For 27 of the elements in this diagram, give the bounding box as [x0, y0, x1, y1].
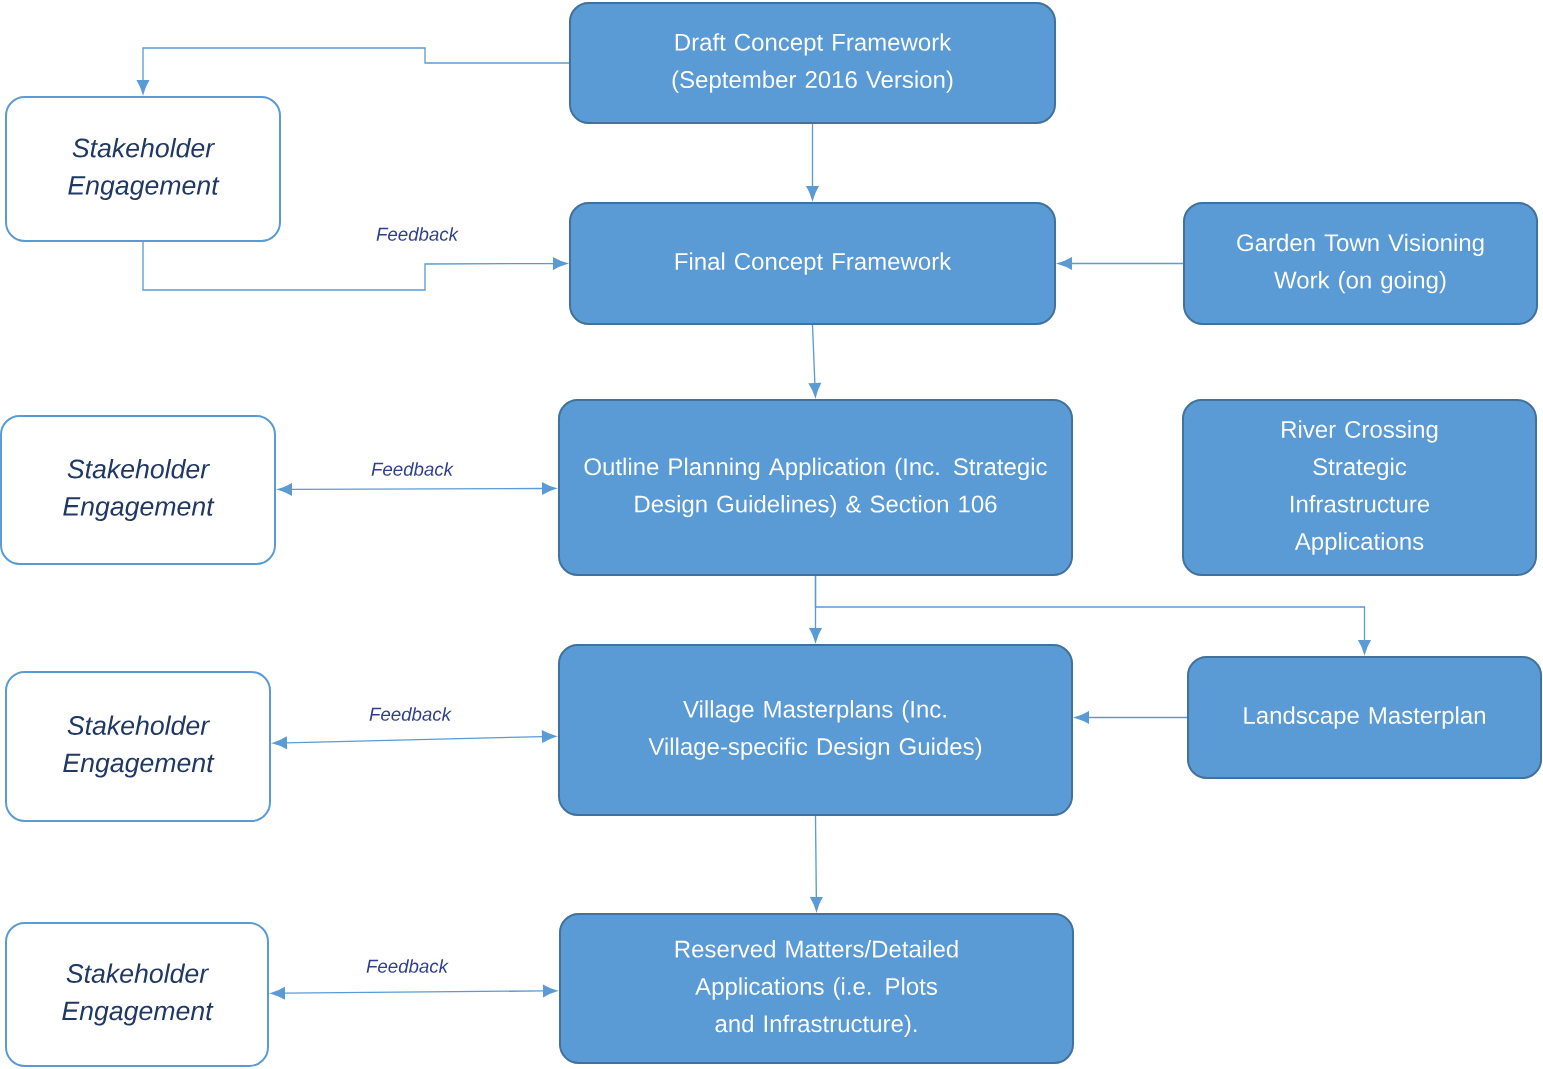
process-box: Final Concept Framework — [568, 201, 1057, 326]
process-box: Outline Planning Application (Inc. Strategic Design Guidelines) & Section 106 — [557, 399, 1074, 576]
arrow — [806, 123, 819, 201]
arrow — [810, 815, 823, 912]
stakeholder-box: Stakeholder Engagement — [0, 415, 276, 565]
edge-label: Feedback — [371, 462, 454, 476]
process-box: River Crossing Strategic Infrastructure Applications — [1182, 399, 1538, 576]
stakeholder-box: Stakeholder Engagement — [5, 922, 269, 1067]
process-box: Reserved Matters/Detailed Applications (i.e. Plots and Infrastructure). — [558, 912, 1075, 1065]
process-box: Landscape Masterplan — [1186, 655, 1543, 780]
arrow — [1057, 257, 1184, 270]
stakeholder-box: Stakeholder Engagement — [5, 670, 271, 823]
arrow — [1074, 711, 1188, 724]
arrow — [136, 47, 570, 95]
arrow — [277, 482, 557, 496]
edge-label: Feedback — [366, 959, 449, 973]
process-box: Garden Town Visioning Work (on going) — [1182, 201, 1539, 326]
stakeholder-box: Stakeholder Engagement — [5, 96, 281, 242]
process-box: Village Masterplans (Inc. Village-specific Design Guides) — [557, 644, 1074, 816]
arrow — [814, 575, 1371, 655]
process-box: Draft Concept Framework (September 2016 Version) — [568, 2, 1057, 124]
arrow — [808, 324, 821, 398]
arrow — [270, 984, 558, 1000]
arrow — [142, 241, 568, 291]
edge-label: Feedback — [369, 707, 452, 721]
arrow — [272, 730, 557, 749]
edge-label: Feedback — [376, 227, 459, 241]
